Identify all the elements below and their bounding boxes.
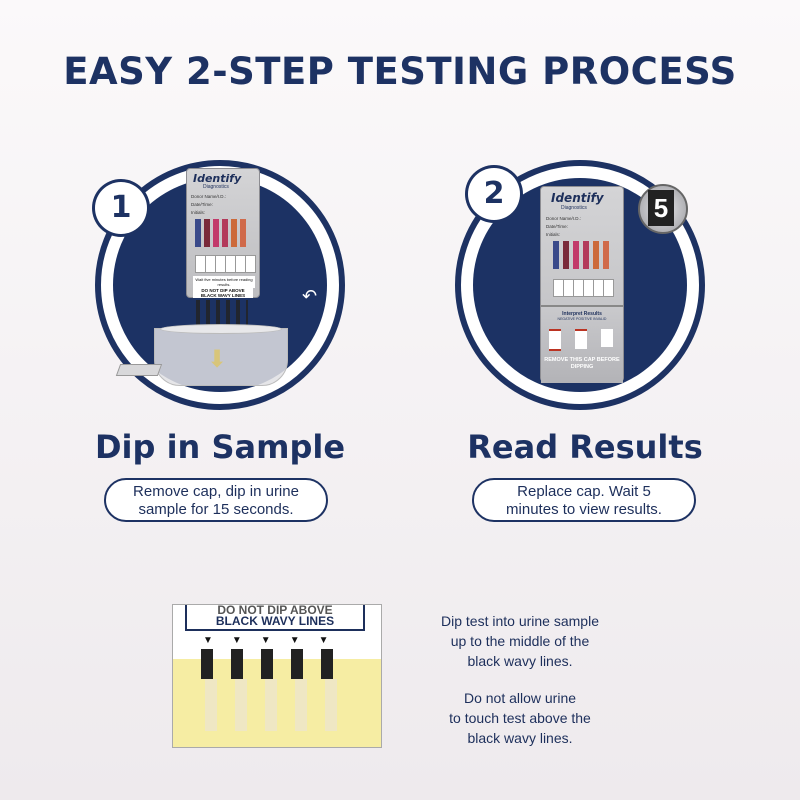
dip-warning: DO NOT DIP ABOVE BLACK WAVY LINES [193,288,253,298]
wavy-lines [201,649,351,679]
capped-test-card: Identify Diagnostics Donor Name/I.D.: Da… [540,186,624,383]
step-1-number: 1 [95,182,147,234]
down-arrows: ▼▼▼▼▼ [203,635,348,646]
step-2-title: Read Results [467,428,703,466]
step-1-illustration: 1 Identify Diagnostics Donor Name/I.D.: … [90,160,360,420]
dip-detail-illustration: DO NOT DIP ABOVE BLACK WAVY LINES ▼▼▼▼▼ [172,604,382,748]
donor-fields: Donor Name/I.D.: Date/Time: Initials: [546,216,582,237]
dip-warning-banner: DO NOT DIP ABOVE BLACK WAVY LINES [185,605,365,631]
interpret-columns: NEGATIVE POSITIVE INVALID [557,317,607,321]
removed-cap [115,364,163,376]
step-1-title: Dip in Sample [94,428,346,466]
test-card: Identify Diagnostics Donor Name/I.D.: Da… [186,168,260,298]
dip-instruction: Dip test into urine sample up to the mid… [441,613,599,669]
brand-sub: Diagnostics [203,184,229,190]
cap-instruction: REMOVE THIS CAP BEFORE DIPPING [544,357,620,370]
wait-note: Wait five minutes before reading results… [193,276,255,288]
brand-sub: Diagnostics [561,205,587,211]
rotate-arrow-icon: ↶ [302,286,318,306]
dip-arrow-icon: ⬇ [207,346,228,373]
page-title: EASY 2-STEP TESTING PROCESS [63,50,737,93]
brand-logo: Identify [551,191,604,205]
sample-cup: ⬇ [154,328,288,386]
donor-fields: Donor Name/I.D.: Date/Time: Initials: [191,194,227,215]
timer-value: 5 [648,190,674,226]
result-cap: Interpret Results NEGATIVE POSITIVE INVA… [541,305,623,383]
step-2-number: 2 [468,168,520,220]
dip-caution: Do not allow urine to touch test above t… [449,690,591,746]
brand-logo: Identify [193,172,242,185]
timer-icon: 5 [638,184,688,234]
interpret-title: Interpret Results [562,311,602,317]
test-strips [205,679,355,731]
step-2-illustration: 2 Identify Diagnostics Donor Name/I.D.: … [450,160,720,420]
